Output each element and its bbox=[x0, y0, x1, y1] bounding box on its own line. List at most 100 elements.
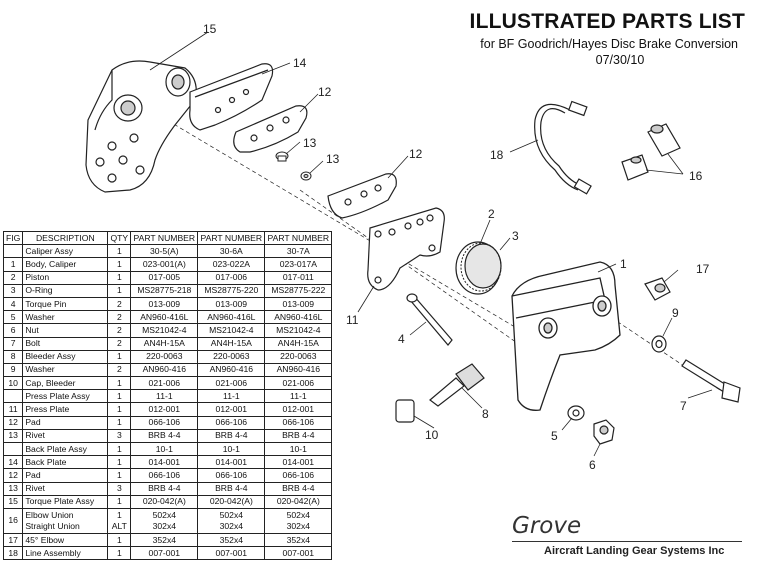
cell-part-number-1: 017-005 bbox=[130, 270, 199, 285]
cell-qty: 1 bbox=[107, 244, 132, 259]
cell-part-number-2-text: 012-001 bbox=[215, 404, 248, 415]
cell-fig-text: 3 bbox=[10, 285, 16, 296]
callout-9: 9 bbox=[672, 306, 679, 320]
cell-qty: 1 bbox=[107, 270, 132, 285]
cell-part-number-2-text: 023-022A bbox=[212, 258, 250, 269]
cell-part-number-1: 30-5(A) bbox=[130, 244, 199, 259]
table-header-row: FIG DESCRIPTION QTY PART NUMBER PART NUM… bbox=[2, 230, 333, 246]
cell-fig: 9 bbox=[2, 362, 24, 378]
cell-description: Rivet bbox=[22, 481, 109, 496]
cell-part-number-1: BRB 4-4 bbox=[130, 428, 199, 444]
cell-description-text: Back Plate Assy bbox=[25, 443, 87, 454]
cell-description: Piston bbox=[22, 270, 109, 285]
cell-fig-text: 16 bbox=[8, 515, 18, 526]
cell-fig: 7 bbox=[2, 336, 24, 351]
cell-part-number-2: 020-042(A) bbox=[197, 494, 266, 509]
washer-part bbox=[651, 335, 667, 353]
cell-qty: 1 bbox=[107, 283, 132, 298]
cell-fig: 6 bbox=[2, 323, 24, 338]
cell-part-number-2-text: 11-1 bbox=[223, 390, 240, 401]
elbow-45-part bbox=[644, 277, 671, 301]
cell-fig-text: 13 bbox=[8, 430, 18, 441]
cell-qty: 2 bbox=[107, 362, 132, 378]
cell-part-number-2: MS21042-4 bbox=[197, 323, 266, 338]
cell-fig: 12 bbox=[2, 415, 24, 430]
callout-12-upper: 12 bbox=[318, 85, 332, 99]
cell-fig-text: 8 bbox=[10, 351, 16, 362]
cell-part-number-3-text: 023-017A bbox=[279, 258, 317, 269]
cell-qty-text: 1 bbox=[116, 258, 122, 269]
cell-part-number-2-text: 007-001 bbox=[215, 547, 248, 558]
cell-part-number-3-text: AN960-416 bbox=[276, 364, 321, 375]
logo-divider bbox=[512, 541, 742, 542]
cell-part-number-2-text: 220-0063 bbox=[213, 351, 250, 362]
cell-fig-text: 12 bbox=[8, 469, 18, 480]
cell-part-number-2-text: AN960-416L bbox=[207, 311, 256, 322]
cell-part-number-3: 017-011 bbox=[264, 270, 333, 285]
column-header-fig: FIG bbox=[2, 230, 24, 246]
cell-part-number-1-text: 021-006 bbox=[148, 377, 181, 388]
cell-part-number-3-text: 014-001 bbox=[282, 456, 315, 467]
cell-qty-text: 2 bbox=[116, 311, 122, 322]
cell-description: Back Plate Assy bbox=[22, 441, 109, 457]
callout-6: 6 bbox=[589, 458, 596, 472]
cell-part-number-2: 066-106 bbox=[197, 468, 266, 483]
cell-part-number-2-text: AN960-416 bbox=[209, 364, 254, 375]
cell-qty-text: 1 bbox=[116, 351, 122, 362]
cell-part-number-2: 10-1 bbox=[197, 441, 266, 457]
callout-18: 18 bbox=[490, 148, 504, 162]
cell-part-number-1-text: 30-5(A) bbox=[150, 245, 179, 256]
cell-fig: 2 bbox=[2, 270, 24, 285]
cell-fig-text: 9 bbox=[10, 364, 16, 375]
cell-description-text: Rivet bbox=[25, 430, 45, 441]
cell-part-number-1: 013-009 bbox=[130, 296, 199, 312]
cell-description-text: Elbow Union bbox=[25, 509, 74, 520]
cell-qty: 1 bbox=[107, 546, 132, 561]
cell-part-number-1: 10-1 bbox=[130, 441, 199, 457]
document-date: 07/30/10 bbox=[595, 53, 645, 67]
cell-part-number-1-text: 352x4 bbox=[152, 534, 177, 545]
cell-part-number-1: 066-106 bbox=[130, 468, 199, 483]
callout-16: 16 bbox=[689, 169, 703, 183]
cell-fig: 14 bbox=[2, 455, 24, 470]
cell-description-text: Washer bbox=[25, 311, 55, 322]
cell-description-text: Back Plate bbox=[25, 456, 67, 467]
cell-part-number-1: 014-001 bbox=[130, 455, 199, 470]
cell-part-number-2: 021-006 bbox=[197, 376, 266, 391]
cell-fig-text: 15 bbox=[8, 496, 18, 507]
cell-part-number-1-text: AN960-416L bbox=[140, 311, 189, 322]
cell-qty-text: 1 bbox=[116, 456, 122, 467]
cell-qty: 1 bbox=[107, 455, 132, 470]
cell-qty-text: 3 bbox=[116, 430, 122, 441]
column-header-part-number-2: PART NUMBER bbox=[197, 230, 266, 246]
cell-part-number-1: 023-001(A) bbox=[130, 257, 199, 272]
cell-fig-text: 13 bbox=[8, 483, 18, 494]
cell-part-number-1-text: 007-001 bbox=[148, 547, 181, 558]
cell-description: Washer bbox=[22, 362, 109, 378]
cell-part-number-1: 012-001 bbox=[130, 402, 199, 417]
cell-qty-text: 1 bbox=[116, 390, 122, 401]
cell-part-number-2: MS28775-220 bbox=[197, 283, 266, 298]
cell-description-text: O-Ring bbox=[25, 285, 53, 296]
cell-fig: 5 bbox=[2, 310, 24, 325]
press-plate-part bbox=[367, 207, 445, 291]
cell-part-number-3: 014-001 bbox=[264, 455, 333, 470]
cell-qty: 1 bbox=[107, 389, 132, 404]
callout-2: 2 bbox=[488, 207, 495, 221]
cell-part-number-3: BRB 4-4 bbox=[264, 481, 333, 496]
cell-description-text: Torque Plate Assy bbox=[25, 496, 95, 507]
cell-description: Torque Pin bbox=[22, 296, 109, 312]
nut-part bbox=[593, 419, 615, 445]
cell-part-number-3-text: AN4H-15A bbox=[277, 338, 319, 349]
